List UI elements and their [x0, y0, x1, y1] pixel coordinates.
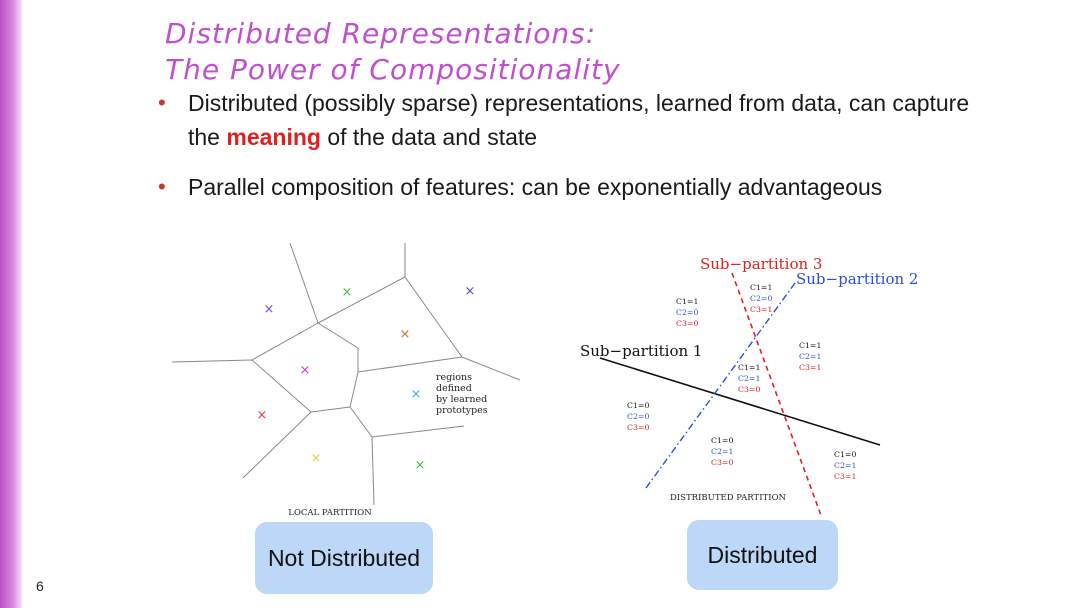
region-code-line: C1=1: [738, 363, 760, 372]
highlight-meaning: meaning: [226, 124, 321, 150]
note-line-2: defined: [436, 383, 472, 394]
region-code-line: C3=1: [834, 472, 856, 481]
region-code-line: C3=0: [738, 385, 760, 394]
note-line-4: prototypes: [436, 405, 488, 416]
local-caption: LOCAL PARTITION: [288, 508, 372, 518]
distributed-button[interactable]: Distributed: [687, 520, 838, 590]
region-code-line: C2=0: [676, 308, 698, 317]
region-code-line: C1=0: [627, 401, 649, 410]
region-code-line: C3=0: [627, 423, 649, 432]
region-code-line: C1=1: [676, 297, 698, 306]
region-code-line: C2=1: [738, 374, 760, 383]
note-line-1: regions: [436, 372, 472, 383]
title-line-1: Distributed Representations:: [165, 17, 597, 50]
region-code-line: C2=0: [627, 412, 649, 421]
prototype-mark: ×: [411, 387, 422, 402]
region-code-line: C1=0: [834, 450, 856, 459]
prototype-mark: ×: [257, 408, 268, 423]
prototype-mark: ×: [264, 302, 275, 317]
prototype-mark: ×: [342, 285, 353, 300]
title-line-2: The Power of Compositionality: [165, 53, 621, 86]
local-note: regions defined by learned prototypes: [436, 372, 488, 416]
sub-partition-2-line: [645, 282, 796, 489]
prototype-marks: × × × × × × × × ×: [257, 284, 476, 473]
distributed-partition-diagram: Sub−partition 3 Sub−partition 2 Sub−part…: [580, 255, 918, 519]
region-code: C1=1C2=1C3=0: [738, 363, 760, 394]
region-codes: C1=1C2=0C3=0C1=1C2=0C3=1C1=1C2=1C3=1C1=1…: [627, 283, 856, 481]
region-code-line: C2=1: [711, 447, 733, 456]
region-code-line: C1=1: [799, 341, 821, 350]
sub-partition-3-line: [731, 272, 823, 519]
voronoi-edges: [171, 242, 521, 506]
page-number: 6: [36, 578, 44, 594]
prototype-mark: ×: [415, 458, 426, 473]
sub-partition-1-line: [599, 357, 881, 446]
bullet-item-composition: Parallel composition of features: can be…: [158, 170, 978, 204]
prototype-mark: ×: [400, 327, 411, 342]
distributed-caption: DISTRIBUTED PARTITION: [670, 493, 787, 503]
region-code: C1=0C2=1C3=0: [711, 436, 733, 467]
region-code: C1=0C2=0C3=0: [627, 401, 649, 432]
slide-title: Distributed Representations: The Power o…: [165, 16, 621, 88]
region-code-line: C2=1: [834, 461, 856, 470]
region-code: C1=1C2=1C3=1: [799, 341, 821, 372]
region-code-line: C2=1: [799, 352, 821, 361]
region-code-line: C1=0: [711, 436, 733, 445]
note-line-3: by learned: [436, 394, 487, 405]
sub-partition-1-label: Sub−partition 1: [580, 342, 702, 360]
slide-accent-bar: [0, 0, 22, 608]
region-code: C1=0C2=1C3=1: [834, 450, 856, 481]
local-partition-diagram: × × × × × × × × × regions defined by learned pro…: [171, 242, 521, 518]
sub-partition-3-label: Sub−partition 3: [700, 255, 822, 273]
region-code-line: C1=1: [750, 283, 772, 292]
region-code: C1=1C2=0C3=0: [676, 297, 698, 328]
sub-partition-2-label: Sub−partition 2: [796, 270, 918, 288]
bullet-item-meaning: Distributed (possibly sparse) representa…: [158, 86, 978, 154]
prototype-mark: ×: [311, 451, 322, 466]
region-code-line: C3=0: [711, 458, 733, 467]
region-code-line: C3=1: [799, 363, 821, 372]
region-code-line: C3=0: [676, 319, 698, 328]
region-code: C1=1C2=0C3=1: [750, 283, 772, 314]
prototype-mark: ×: [300, 363, 311, 378]
prototype-mark: ×: [465, 284, 476, 299]
bullet-list: Distributed (possibly sparse) representa…: [158, 86, 978, 220]
region-code-line: C3=1: [750, 305, 772, 314]
region-code-line: C2=0: [750, 294, 772, 303]
not-distributed-button[interactable]: Not Distributed: [255, 522, 433, 594]
